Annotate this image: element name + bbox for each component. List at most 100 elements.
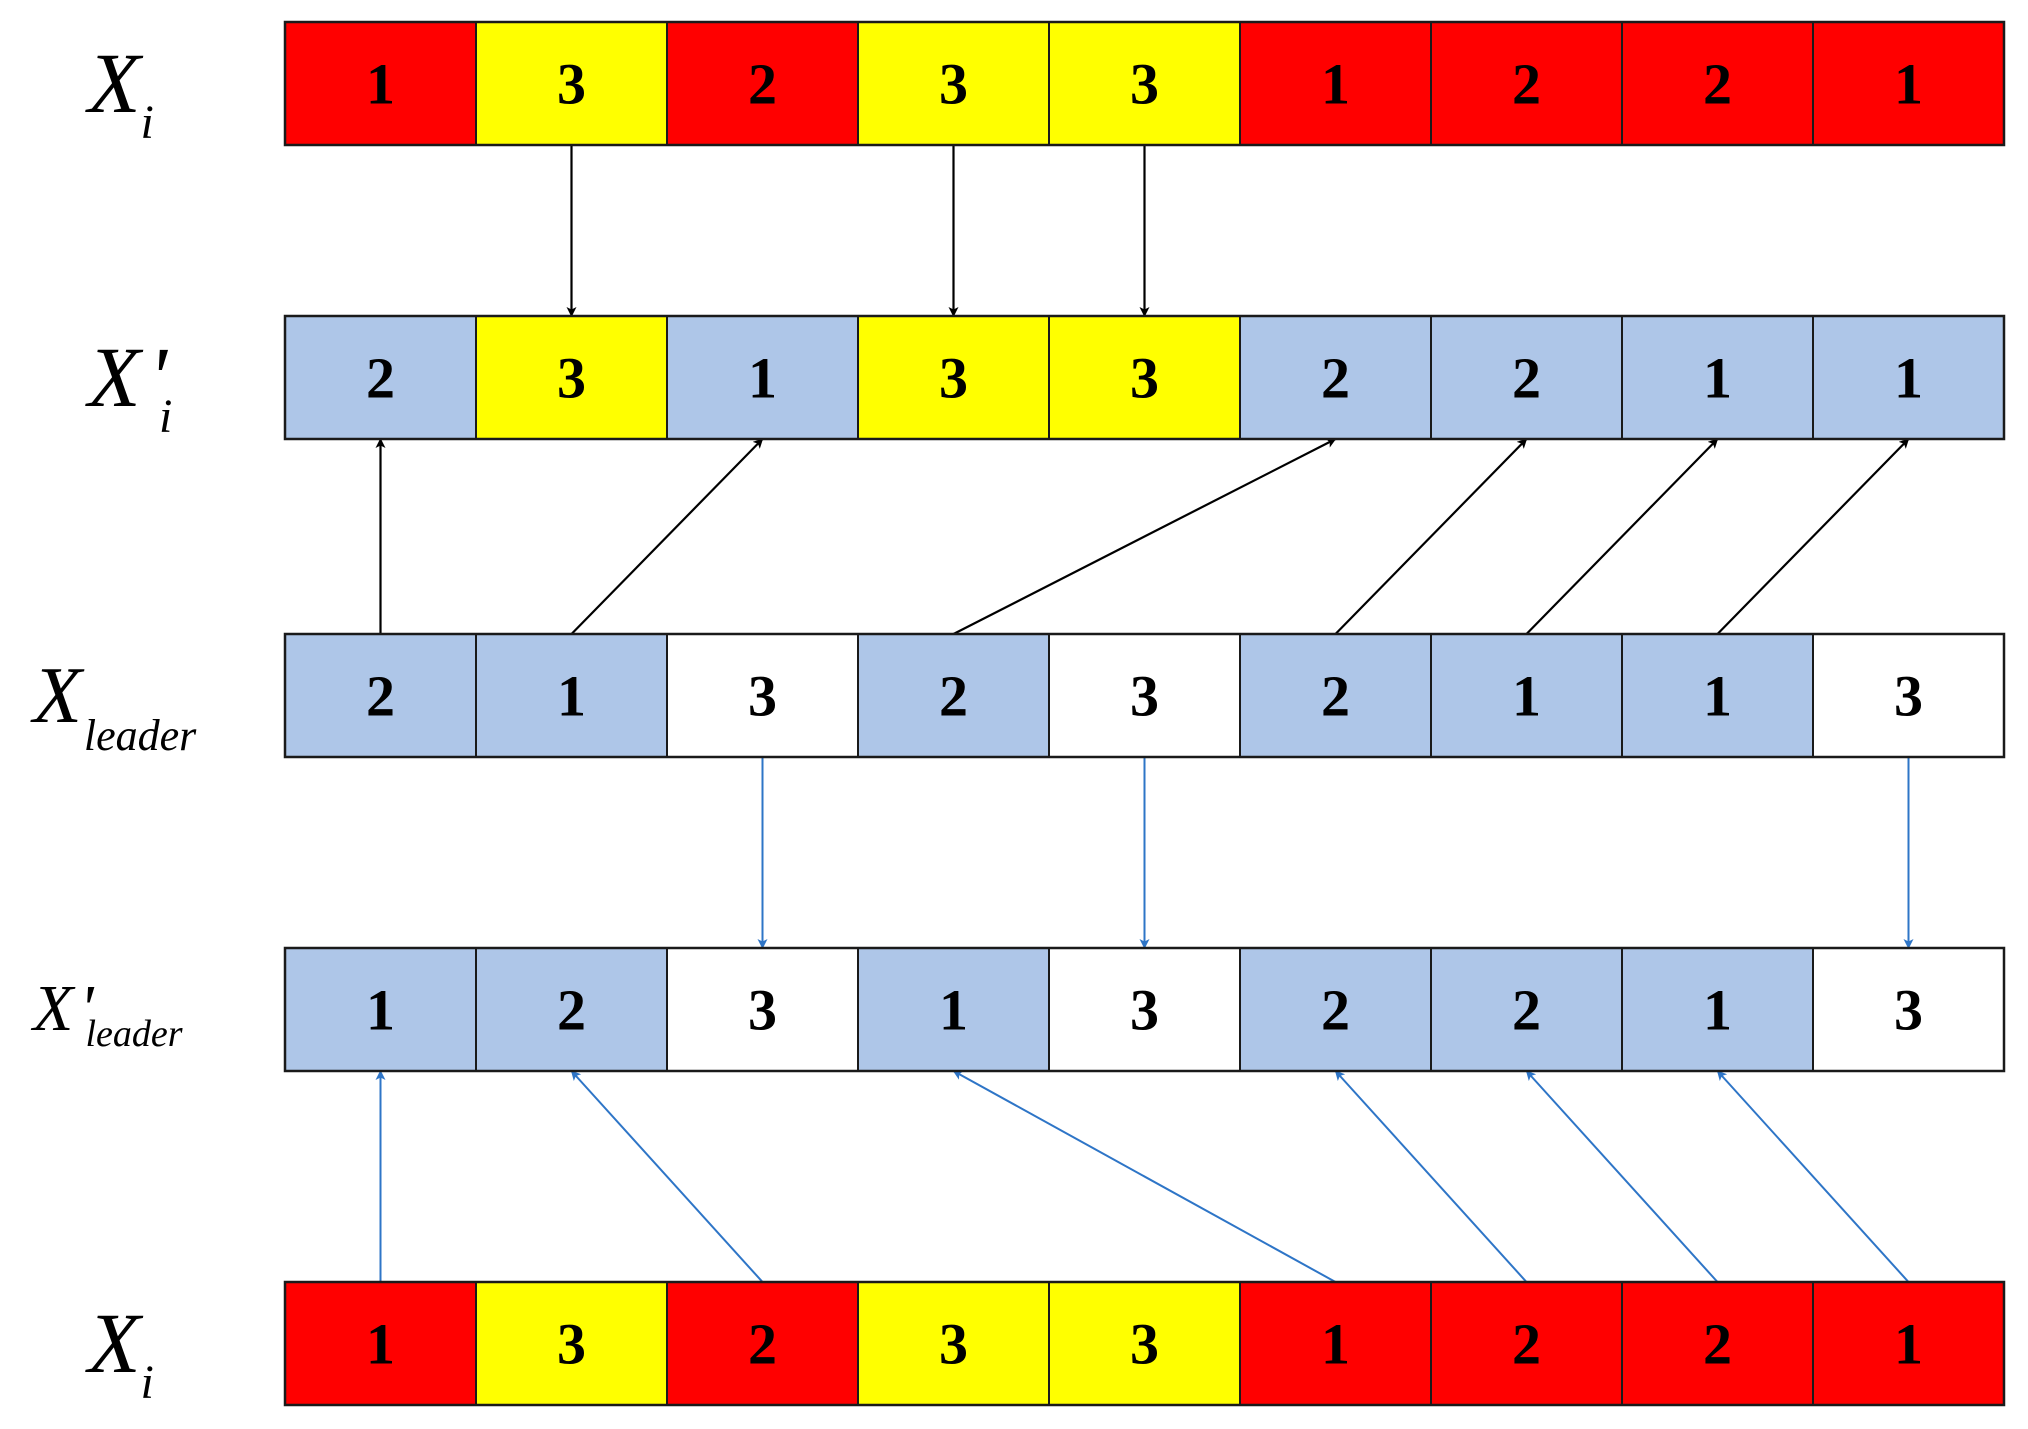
black-mapping-arrow: [952, 438, 1337, 635]
blue-mapping-arrow: [1716, 1070, 1910, 1283]
cell-value: 1: [1894, 52, 1923, 117]
cell-red: [1239, 1281, 1432, 1406]
cell-blue: [1430, 633, 1623, 758]
row-label-subscript: leader: [85, 1013, 182, 1055]
cell-value: 2: [1512, 346, 1541, 411]
cell-blue: [475, 633, 668, 758]
blue-mapping-arrow: [1525, 1070, 1719, 1283]
cell-value: 2: [748, 52, 777, 117]
row-label: Xleader: [30, 652, 197, 760]
cell-value: 3: [1130, 346, 1159, 411]
cell-white: [1812, 947, 2005, 1072]
black-mapping-arrow: [1334, 438, 1528, 635]
cell-value: 1: [1703, 978, 1732, 1043]
cell-value: 1: [1894, 346, 1923, 411]
row-label-main: X: [85, 35, 144, 131]
cell-blue: [475, 947, 668, 1072]
cell-blue: [666, 315, 859, 440]
row-label: Xi: [85, 1295, 154, 1409]
cell-yellow: [1048, 1281, 1241, 1406]
cell-value: 3: [557, 346, 586, 411]
cell-blue: [1239, 633, 1432, 758]
cell-red: [1239, 21, 1432, 146]
row-label-subscript: leader: [84, 711, 197, 760]
cell-value: 3: [939, 1312, 968, 1377]
black-mapping-arrow: [1716, 438, 1910, 635]
row-label: X'leader: [30, 972, 183, 1055]
rows-layer: 1 3 2 3 3 1 2 2 1 2 3 1 3 3 2 2 1 1 2 1 3 2 3 2 1 1 3 1 2 3 1 3 2 2 1 3 1 3 2 3…: [283, 20, 2006, 1407]
row-label: X'i: [85, 329, 172, 443]
cell-value: 2: [1703, 1312, 1732, 1377]
cell-value: 2: [1703, 52, 1732, 117]
row-xi-prime: 2 3 1 3 3 2 2 1 1: [283, 314, 2006, 441]
row-frame: [283, 632, 2006, 759]
row-label-main: X: [85, 1295, 144, 1391]
cell-value: 1: [366, 1312, 395, 1377]
cell-blue: [857, 633, 1050, 758]
row-label-main: X: [30, 652, 85, 740]
blue-mapping-arrow: [570, 1070, 764, 1283]
cell-blue: [1239, 947, 1432, 1072]
cell-yellow: [1048, 315, 1241, 440]
cell-blue: [1621, 633, 1814, 758]
blue-mapping-arrow: [1334, 1070, 1528, 1283]
cell-value: 1: [1894, 1312, 1923, 1377]
cell-value: 2: [1321, 664, 1350, 729]
cell-value: 3: [1130, 1312, 1159, 1377]
cell-value: 3: [1894, 978, 1923, 1043]
row-label-prime: ': [149, 329, 169, 425]
cell-white: [666, 947, 859, 1072]
cell-value: 1: [939, 978, 968, 1043]
cell-value: 1: [366, 978, 395, 1043]
cell-red: [284, 1281, 477, 1406]
cell-value: 1: [748, 346, 777, 411]
cell-value: 3: [557, 52, 586, 117]
cell-blue: [1430, 947, 1623, 1072]
cell-value: 2: [1512, 1312, 1541, 1377]
row-label-prime: ': [79, 972, 95, 1045]
cell-value: 3: [1894, 664, 1923, 729]
cell-yellow: [1048, 21, 1241, 146]
cell-value: 3: [557, 1312, 586, 1377]
row-frame: [283, 20, 2006, 147]
row-x-leader-prime: 1 2 3 1 3 2 2 1 3: [283, 946, 2006, 1073]
cell-value: 3: [1130, 664, 1159, 729]
cell-value: 3: [748, 664, 777, 729]
cell-value: 1: [366, 52, 395, 117]
row-label-subscript: i: [159, 390, 172, 443]
cell-value: 2: [366, 664, 395, 729]
row-label-subscript: i: [141, 96, 154, 149]
cell-value: 1: [1512, 664, 1541, 729]
cell-value: 2: [748, 1312, 777, 1377]
cell-red: [1621, 21, 1814, 146]
cell-value: 2: [366, 346, 395, 411]
cell-value: 2: [939, 664, 968, 729]
cell-value: 2: [1512, 978, 1541, 1043]
cell-value: 1: [1321, 1312, 1350, 1377]
cell-value: 2: [1321, 978, 1350, 1043]
cell-yellow: [475, 1281, 668, 1406]
cell-yellow: [857, 315, 1050, 440]
cell-value: 1: [1321, 52, 1350, 117]
cell-value: 3: [939, 52, 968, 117]
row-frame: [283, 946, 2006, 1073]
cell-value: 3: [939, 346, 968, 411]
cell-blue: [1430, 315, 1623, 440]
cell-red: [1430, 21, 1623, 146]
cell-value: 3: [748, 978, 777, 1043]
cell-value: 1: [1703, 664, 1732, 729]
row-label: Xi: [85, 35, 154, 149]
cell-value: 3: [1130, 978, 1159, 1043]
cell-yellow: [475, 315, 668, 440]
row-frame: [283, 314, 2006, 441]
cell-value: 1: [1703, 346, 1732, 411]
cell-value: 2: [557, 978, 586, 1043]
cell-value: 2: [1512, 52, 1541, 117]
cell-red: [1812, 21, 2005, 146]
cell-value: 2: [1321, 346, 1350, 411]
black-mapping-arrow: [570, 438, 764, 635]
cell-blue: [1239, 315, 1432, 440]
